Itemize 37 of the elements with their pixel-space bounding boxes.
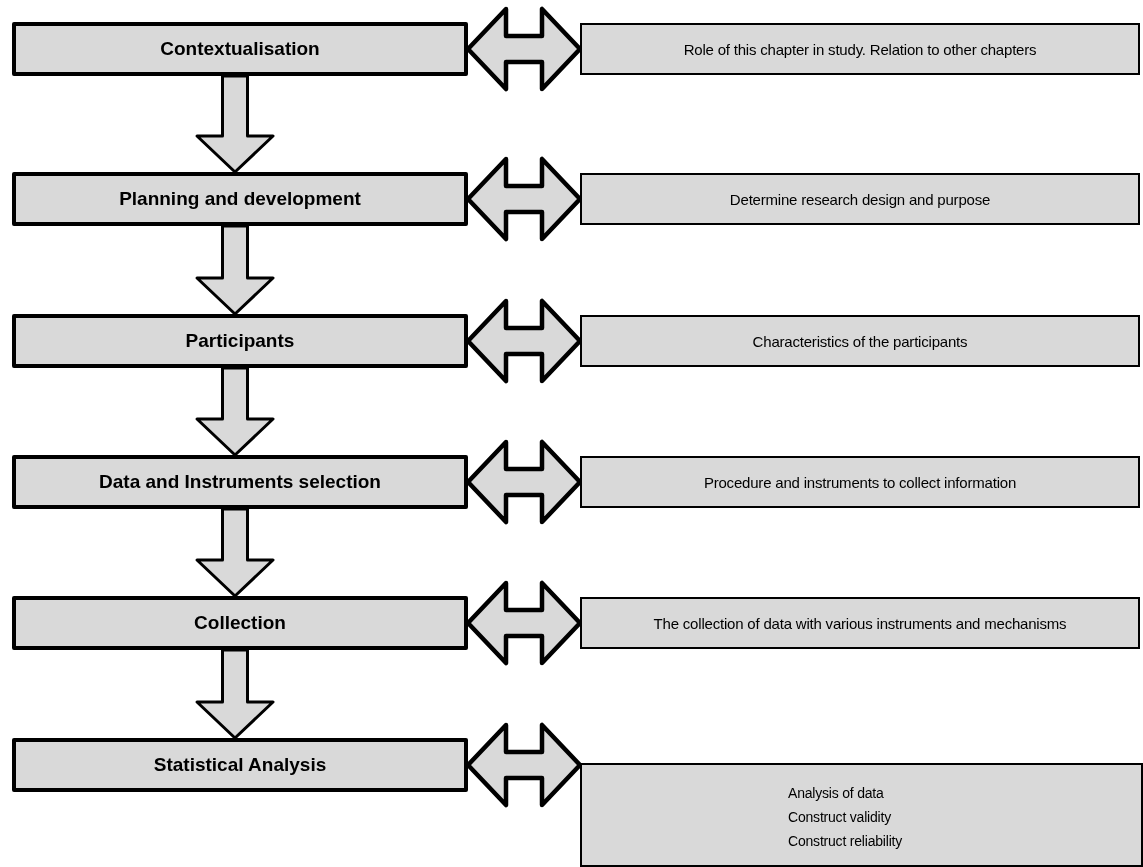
step-label: Statistical Analysis [153,754,327,776]
step-box [12,455,468,509]
step-label: Planning and development [119,188,361,210]
description-text: Construct reliability [788,833,903,849]
description-box [580,597,1140,649]
block-arrow [195,74,275,174]
block-arrow [195,648,275,740]
step-box [12,22,468,76]
step-label: Participants [185,330,295,352]
description-box [580,23,1140,75]
step-label: Contextualisation [160,38,320,60]
step-box [12,314,468,368]
block-arrow [465,580,583,666]
description-box [580,173,1140,225]
description-text: Determine research design and purpose [729,190,991,208]
block-arrow [465,439,583,525]
description-text: Construct validity [788,809,891,825]
description-text: Characteristics of the participants [752,332,968,350]
description-text: Role of this chapter in study. Relation to other chapters [683,40,1037,58]
description-box [580,315,1140,367]
block-arrow [465,6,583,92]
block-arrow [195,224,275,316]
block-arrow [465,156,583,242]
step-box [12,738,468,792]
step-box [12,172,468,226]
block-arrow [195,507,275,598]
block-arrow [195,366,275,457]
block-arrow [465,298,583,384]
description-text: Procedure and instruments to collect information [703,473,1017,491]
step-box [12,596,468,650]
description-text: Analysis of data [788,785,884,801]
description-text: The collection of data with various instruments and mechanisms [653,614,1067,632]
step-label: Collection [194,612,286,634]
description-box [580,763,1143,867]
step-label: Data and Instruments selection [99,471,381,493]
block-arrow [465,722,583,808]
description-box [580,456,1140,508]
